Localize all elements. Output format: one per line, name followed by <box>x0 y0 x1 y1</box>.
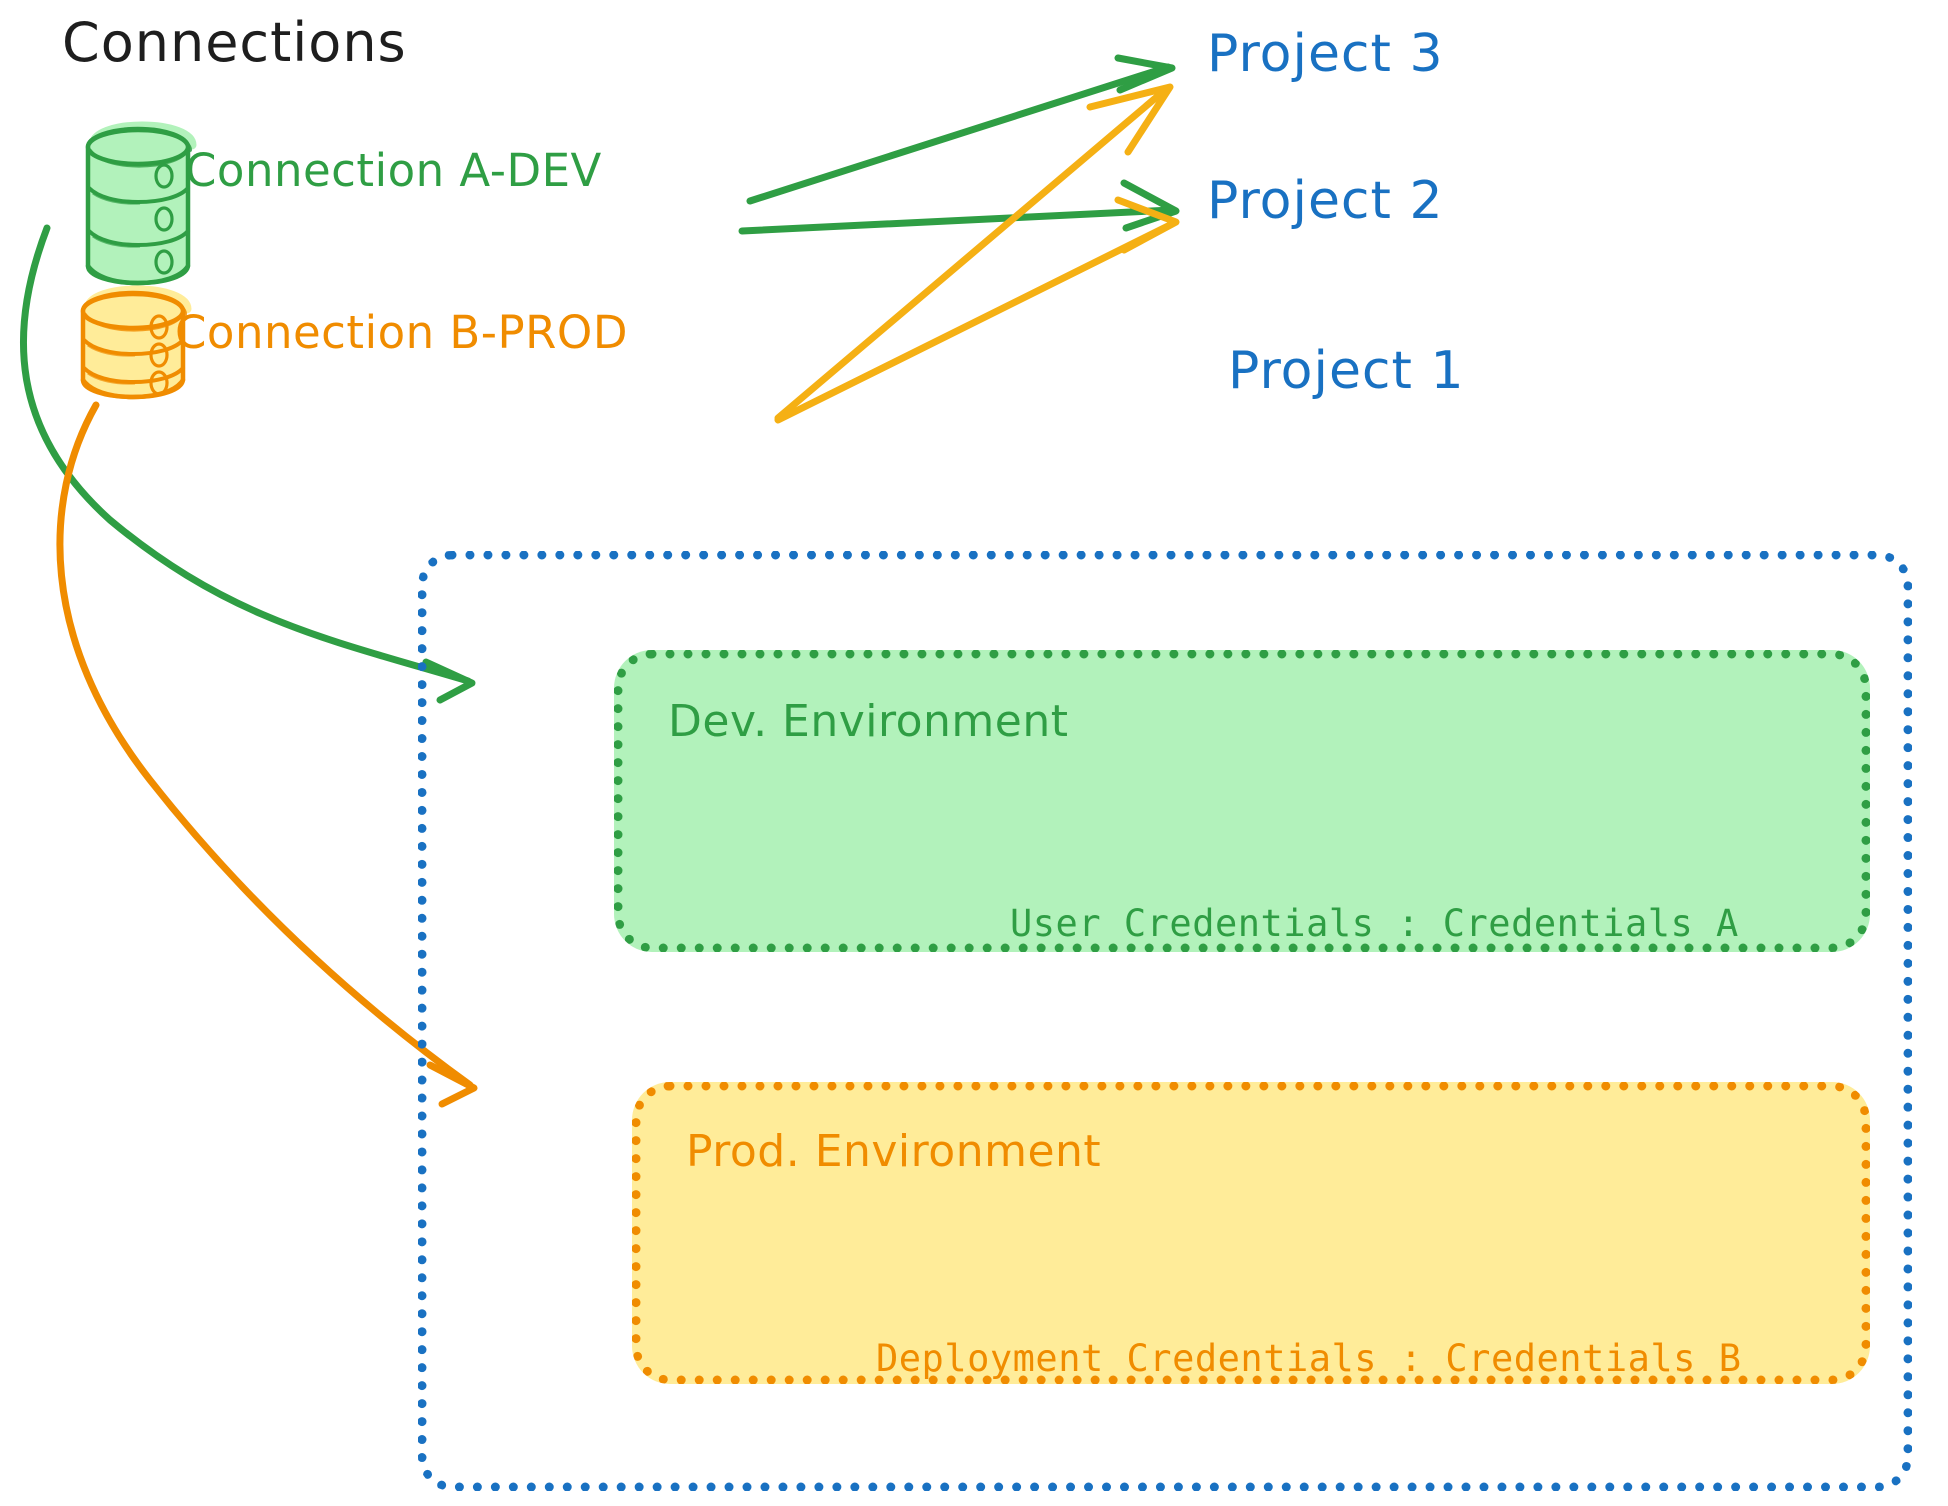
project-1-container <box>418 551 1912 1491</box>
project-1-label[interactable]: Project 1 <box>1228 341 1465 401</box>
prod-environment-title: Prod. Environment <box>686 1126 1102 1177</box>
prod-environment-credentials: Deployment Credentials : Credentials B <box>876 1337 1742 1380</box>
edge-connection-a-to-project-3[interactable] <box>746 54 1176 205</box>
database-cylinder-icon-orange[interactable] <box>80 285 192 400</box>
edge-connection-a-to-project-2[interactable] <box>738 179 1180 235</box>
edge-connection-b-to-project-2[interactable] <box>774 196 1180 424</box>
page-title: Connections <box>62 11 407 74</box>
dev-environment-credentials: User Credentials : Credentials A <box>1010 902 1739 945</box>
project-3-label[interactable]: Project 3 <box>1207 24 1444 84</box>
edge-connection-a-to-dev-environment[interactable] <box>19 224 535 862</box>
connection-a-dev-label[interactable]: Connection A-DEV <box>185 144 602 197</box>
edge-connection-b-to-project-3[interactable] <box>774 83 1174 422</box>
prod-environment-box[interactable] <box>632 1082 1870 1384</box>
database-cylinder-icon-green[interactable] <box>85 121 197 286</box>
connection-b-prod-label[interactable]: Connection B-PROD <box>175 306 629 359</box>
dev-environment-box[interactable] <box>614 650 1870 952</box>
dev-environment-title: Dev. Environment <box>668 696 1069 747</box>
project-2-label[interactable]: Project 2 <box>1207 171 1444 231</box>
edge-connection-b-to-prod-environment[interactable] <box>56 401 478 1108</box>
